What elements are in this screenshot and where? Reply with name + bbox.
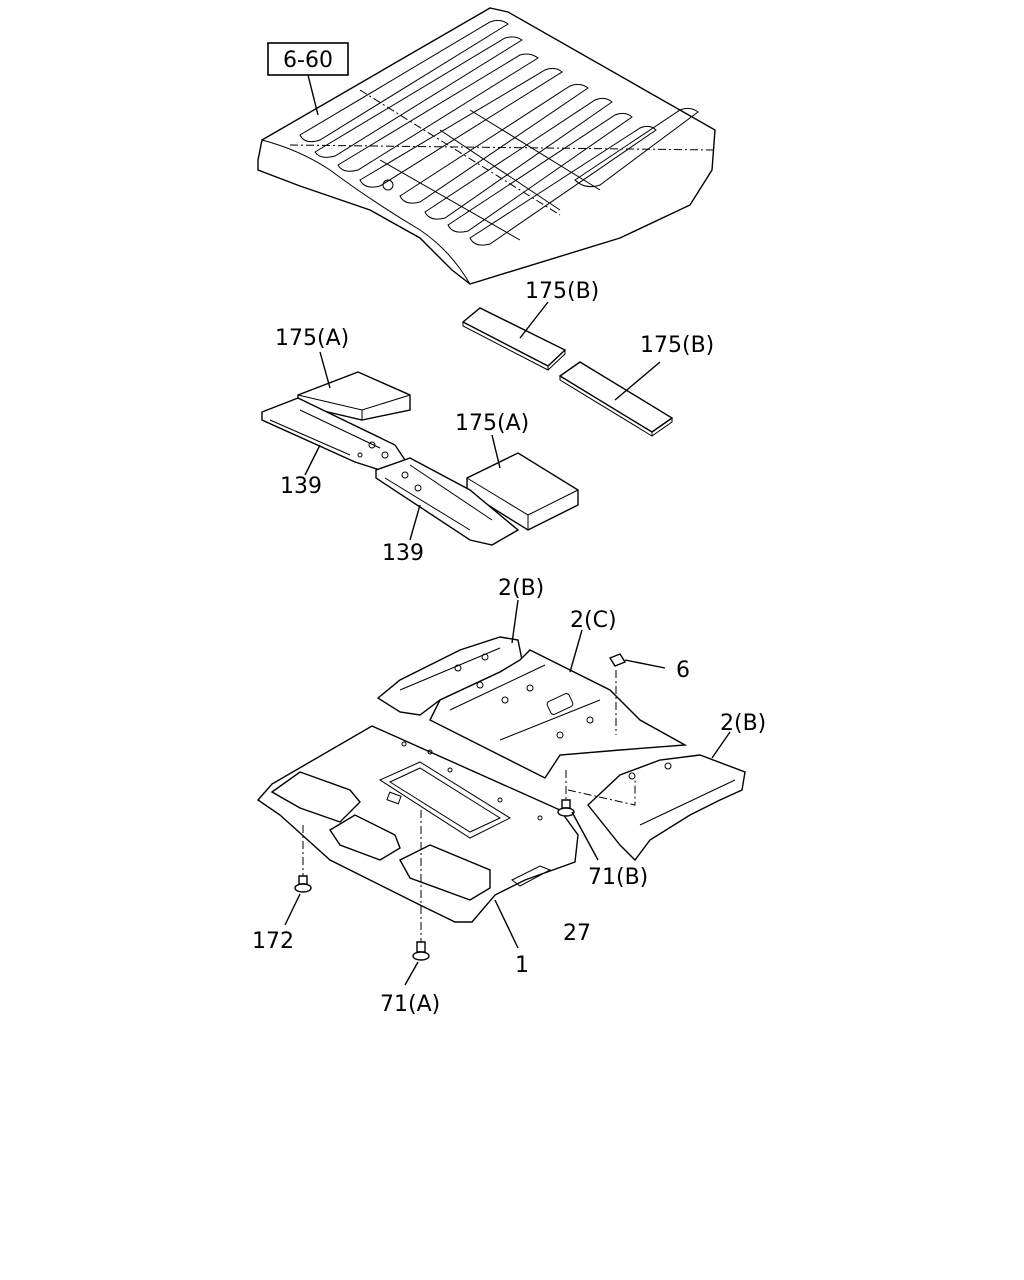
label-139-mid: 139 [382,541,424,566]
part-175b-right: 175(B) [558,333,714,437]
reference-callout: 6-60 [267,42,349,116]
label-2c: 2(C) [570,608,617,633]
part-2c: 2(C) [429,608,688,779]
roof-ribs [299,19,699,246]
label-139-left: 139 [280,474,322,499]
label-6: 6 [676,658,690,683]
part-2b-left: 2(B) [376,576,544,716]
label-2b-right: 2(B) [720,711,766,736]
part-139-mid: 139 [375,457,520,566]
label-172: 172 [252,929,294,954]
roof-panel [257,7,716,285]
part-6-clip: 6 [608,653,690,735]
part-71a-bolt: 71(A) [380,810,440,1017]
part-175a-left: 175(A) [275,326,411,421]
label-175b-top: 175(B) [525,279,599,304]
part-2b-right: 2(B) [567,711,766,862]
part-1-headliner: 1 [256,725,579,978]
label-71b: 71(B) [588,865,648,890]
label-27: 27 [563,921,591,946]
label-1: 1 [515,953,529,978]
label-175a-left: 175(A) [275,326,349,351]
part-175b-top: 175(B) [461,279,599,371]
label-2b-top: 2(B) [498,576,544,601]
reference-box-label: 6-60 [283,48,333,73]
label-71a: 71(A) [380,992,440,1017]
part-71b-bolt: 71(B) [557,770,648,890]
part-175a-mid: 175(A) [455,411,579,531]
label-175b-right: 175(B) [640,333,714,358]
label-175a-mid: 175(A) [455,411,529,436]
part-172-screw: 172 [252,825,312,954]
